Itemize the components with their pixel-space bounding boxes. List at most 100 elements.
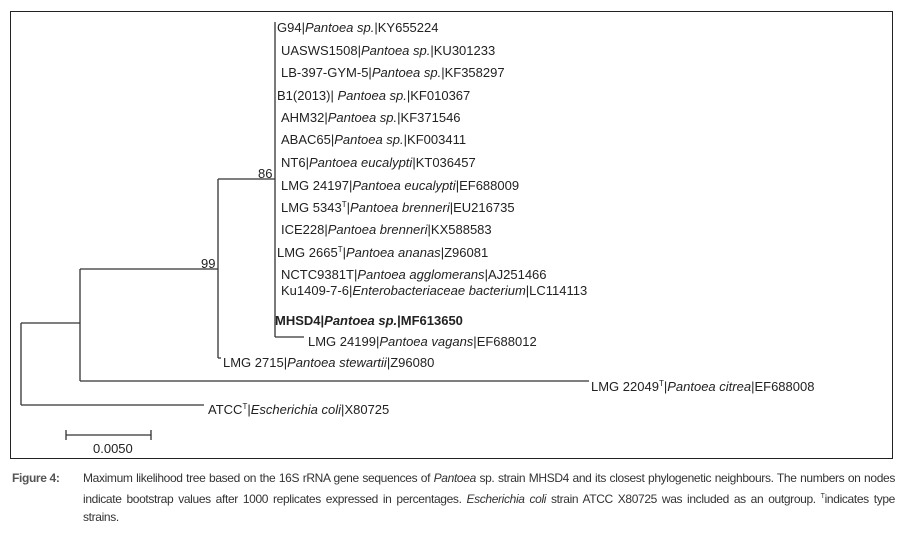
leaf-label: LMG 22049T|Pantoea citrea|EF688008 [591,379,814,394]
leaf-label: LMG 24197|Pantoea eucalypti|EF688009 [281,178,519,193]
leaf-strain: LMG 2665 [277,245,338,260]
leaf-species: Pantoea eucalypti [352,178,456,193]
separator: | [473,334,476,349]
bootstrap-99: 99 [201,256,215,271]
separator: | [751,379,754,394]
tree-branches [20,22,589,440]
separator: | [428,222,431,237]
leaf-label: NT6|Pantoea eucalypti|KT036457 [281,155,476,170]
type-strain-mark: T [659,379,664,388]
separator: | [485,267,488,282]
separator: | [306,155,309,170]
leaf-label: B1(2013)| Pantoea sp.|KF010367 [277,88,470,103]
leaf-species: Pantoea vagans [379,334,473,349]
separator: | [430,43,433,58]
leaf-strain: NCTC9381T [281,267,354,282]
scale-bar [65,430,152,440]
leaf-strain: G94 [277,20,302,35]
caption-italic: Escherichia coli [466,491,547,506]
leaf-strain: LMG 24197 [281,178,349,193]
leaf-accession: EF688012 [477,334,537,349]
leaf-species: Pantoea brenneri [328,222,429,237]
separator: | [331,132,334,147]
caption-text: Maximum likelihood tree based on the 16S… [83,469,895,527]
caption-part: sp. strain MHSD4 and its closest phyloge… [83,471,895,506]
leaf-labels: G94|Pantoea sp.|KY655224UASWS1508|Pantoe… [208,20,814,417]
scale-label: 0.0050 [93,441,133,456]
leaf-accession: KF003411 [407,132,466,147]
leaf-species: Pantoea eucalypti [309,155,413,170]
leaf-species: Pantoea sp. [361,43,430,58]
leaf-label: LMG 24199|Pantoea vagans|EF688012 [308,334,537,349]
leaf-accession: KY655224 [378,20,439,35]
leaf-species: Enterobacteriaceae bacterium [352,283,526,298]
leaf-label: G94|Pantoea sp.|KY655224 [277,20,438,35]
separator: | [374,20,377,35]
leaf-strain: MHSD4 [275,313,321,328]
leaf-label: ABAC65|Pantoea sp.|KF003411 [281,132,466,147]
separator: | [526,283,529,298]
leaf-species: Pantoea brenneri [350,200,451,215]
node-99-branch [217,178,275,359]
leaf-strain: Ku1409-7-6 [281,283,349,298]
root-branch [20,322,204,406]
leaf-species: Pantoea sp. [305,20,374,35]
separator: | [330,88,333,103]
leaf-label: UASWS1508|Pantoea sp.|KU301233 [281,43,495,58]
separator: | [664,379,667,394]
separator: | [450,200,453,215]
leaf-label: NCTC9381T|Pantoea agglomerans|AJ251466 [281,267,547,282]
leaf-accession: MF613650 [401,313,463,328]
leaf-label: Ku1409-7-6|Enterobacteriaceae bacterium|… [281,283,587,298]
leaf-strain: NT6 [281,155,306,170]
separator: | [347,200,350,215]
separator: | [284,355,287,370]
separator: | [341,402,344,417]
ingroup-branch [79,268,589,382]
leaf-label: LMG 2665T|Pantoea ananas|Z96081 [277,245,488,260]
leaf-species: Pantoea stewartii [287,355,388,370]
separator: | [368,65,371,80]
leaf-strain: AHM32 [281,110,324,125]
caption-part: strain ATCC X80725 was included as an ou… [546,491,821,506]
leaf-label: LMG 5343T|Pantoea brenneri|EU216735 [281,200,515,215]
separator: | [441,65,444,80]
leaf-label: AHM32|Pantoea sp.|KF371546 [281,110,461,125]
leaf-species: Escherichia coli [251,402,342,417]
leaf-accession: X80725 [344,402,389,417]
leaf-species: Pantoea citrea [667,379,751,394]
leaf-accession: KU301233 [434,43,495,58]
separator: | [354,267,357,282]
separator: | [404,132,407,147]
caption-label: Figure 4: [12,471,60,485]
leaf-accession: KF358297 [445,65,505,80]
leaf-strain: LMG 5343 [281,200,342,215]
leaf-accession: EF688008 [754,379,814,394]
leaf-accession: KX588583 [431,222,492,237]
type-strain-mark: T [338,245,343,254]
type-strain-mark: T [242,402,247,411]
leaf-species: Pantoea agglomerans [357,267,485,282]
separator: | [321,313,325,328]
leaf-accession: LC114113 [529,283,587,298]
leaf-accession: EU216735 [453,200,514,215]
leaf-accession: Z96080 [390,355,434,370]
leaf-strain: B1(2013) [277,88,330,103]
separator: | [247,402,250,417]
leaf-strain: ABAC65 [281,132,331,147]
leaf-label: ATCCT|Escherichia coli|X80725 [208,402,389,417]
leaf-strain: LB-397-GYM-5 [281,65,368,80]
tree-svg: 86 99 0.0050 G94|Pantoea sp.|KY655224UAS… [20,20,814,456]
leaf-strain: UASWS1508 [281,43,358,58]
separator: | [358,43,361,58]
separator: | [397,110,400,125]
leaf-species: Pantoea sp. [372,65,441,80]
leaf-strain: LMG 24199 [308,334,376,349]
leaf-accession: Z96081 [444,245,488,260]
separator: | [407,88,410,103]
node-86-branch [274,22,304,338]
separator: | [324,222,327,237]
separator: | [302,20,305,35]
caption-part: Maximum likelihood tree based on the 16S… [83,471,434,485]
